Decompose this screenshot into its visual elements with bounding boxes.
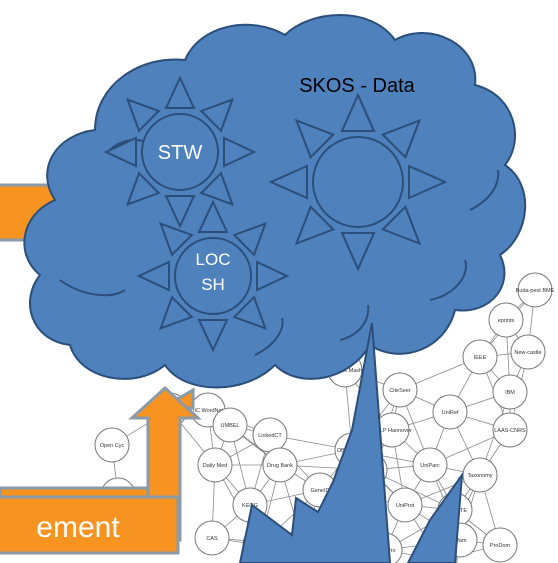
sun-loc-sh	[136, 199, 290, 353]
graph-node	[482, 527, 518, 563]
sun-ray	[159, 222, 194, 257]
cloud-title: SKOS - Data	[299, 75, 415, 97]
node-label-sh: SH	[201, 275, 225, 294]
sun-ray	[103, 136, 137, 168]
graph-node-label: UniProt	[396, 503, 415, 509]
sun-stw	[103, 75, 257, 229]
graph-node-label: DBLP Hannover	[372, 428, 412, 434]
graph-node	[197, 447, 233, 483]
graph-node	[488, 302, 524, 338]
graph-node-label: UniRef	[442, 410, 459, 416]
sun-ray	[380, 204, 422, 246]
node-label-stw: STW	[158, 142, 203, 164]
graph-node	[492, 374, 528, 410]
graph-node-label: LAAS-CNRS	[494, 428, 526, 434]
sun-ray	[408, 164, 448, 200]
graph-node-label: Daily Med	[203, 463, 227, 469]
sun-ray	[268, 164, 308, 200]
sun-core	[174, 237, 252, 315]
blue-spike-shape-2	[406, 471, 464, 563]
sun-ray	[232, 222, 267, 257]
node-label-loc: LOC	[196, 250, 231, 269]
sun-ray	[223, 136, 257, 168]
graph-node-label: UMBEL	[221, 423, 240, 429]
graph-node	[212, 407, 248, 443]
graph-node	[94, 427, 130, 463]
sun-ray	[380, 118, 422, 160]
sun-ray	[294, 118, 336, 160]
sun-ray	[164, 75, 196, 109]
blue-spike-shape	[238, 322, 392, 563]
sun-skos-data	[268, 92, 448, 272]
graph-node-label: Open Cyc	[100, 443, 125, 449]
graph-node-label: riC WordNet	[193, 408, 224, 414]
sun-ray	[159, 295, 194, 330]
graph-node	[387, 487, 423, 523]
skos-cloud	[23, 14, 526, 389]
sun-ray	[340, 92, 376, 132]
graph-node	[382, 372, 418, 408]
sun-ray	[197, 319, 229, 353]
sun-ray	[199, 98, 234, 133]
graph-node	[492, 412, 528, 448]
graph-node-label: KEGG	[242, 503, 258, 509]
graph-node	[194, 520, 230, 556]
sun-ray	[197, 199, 229, 233]
graph-node	[412, 447, 448, 483]
sun-ray	[294, 204, 336, 246]
graph-node-label: ProDom	[490, 543, 511, 549]
graph-node	[432, 394, 468, 430]
graph-node-label: New-castle	[514, 350, 541, 356]
sun-core	[312, 136, 404, 228]
sun-ray	[256, 260, 290, 292]
banner-text: ement	[36, 511, 120, 544]
graph-node	[510, 334, 546, 370]
graph-node-label: Buda-pest BME	[516, 288, 555, 294]
graph-node-label: GeneID	[311, 488, 330, 494]
sun-ray	[164, 195, 196, 229]
graph-node-label: IEEE	[474, 355, 487, 361]
graph-node-label: Taxonomy	[467, 473, 492, 479]
orange-banner	[0, 495, 180, 555]
sun-ray	[340, 232, 376, 272]
graph-node-label: Pfam	[454, 538, 467, 544]
graph-node	[517, 272, 553, 308]
graph-node-label: eprints	[498, 318, 515, 324]
graph-node-label: IBM	[505, 390, 515, 396]
sun-ray	[136, 260, 170, 292]
graph-node-label: UniParc	[420, 463, 440, 469]
cloud-fold-lines	[59, 139, 500, 356]
graph-node	[462, 339, 498, 375]
sun-ray	[232, 295, 267, 330]
sun-ray	[126, 98, 161, 133]
graph-node-label: LinkedCT	[258, 433, 282, 439]
sun-core	[141, 113, 219, 191]
graph-node-label: CiteSeer	[389, 388, 411, 394]
graph-node-label: CAS	[206, 536, 218, 542]
graph-node	[262, 447, 298, 483]
sun-ray	[199, 171, 234, 206]
graph-node-label: Drug Bank	[267, 463, 293, 469]
graph-node-label: RDF Book Mashup	[322, 368, 368, 374]
sun-ray	[126, 171, 161, 206]
